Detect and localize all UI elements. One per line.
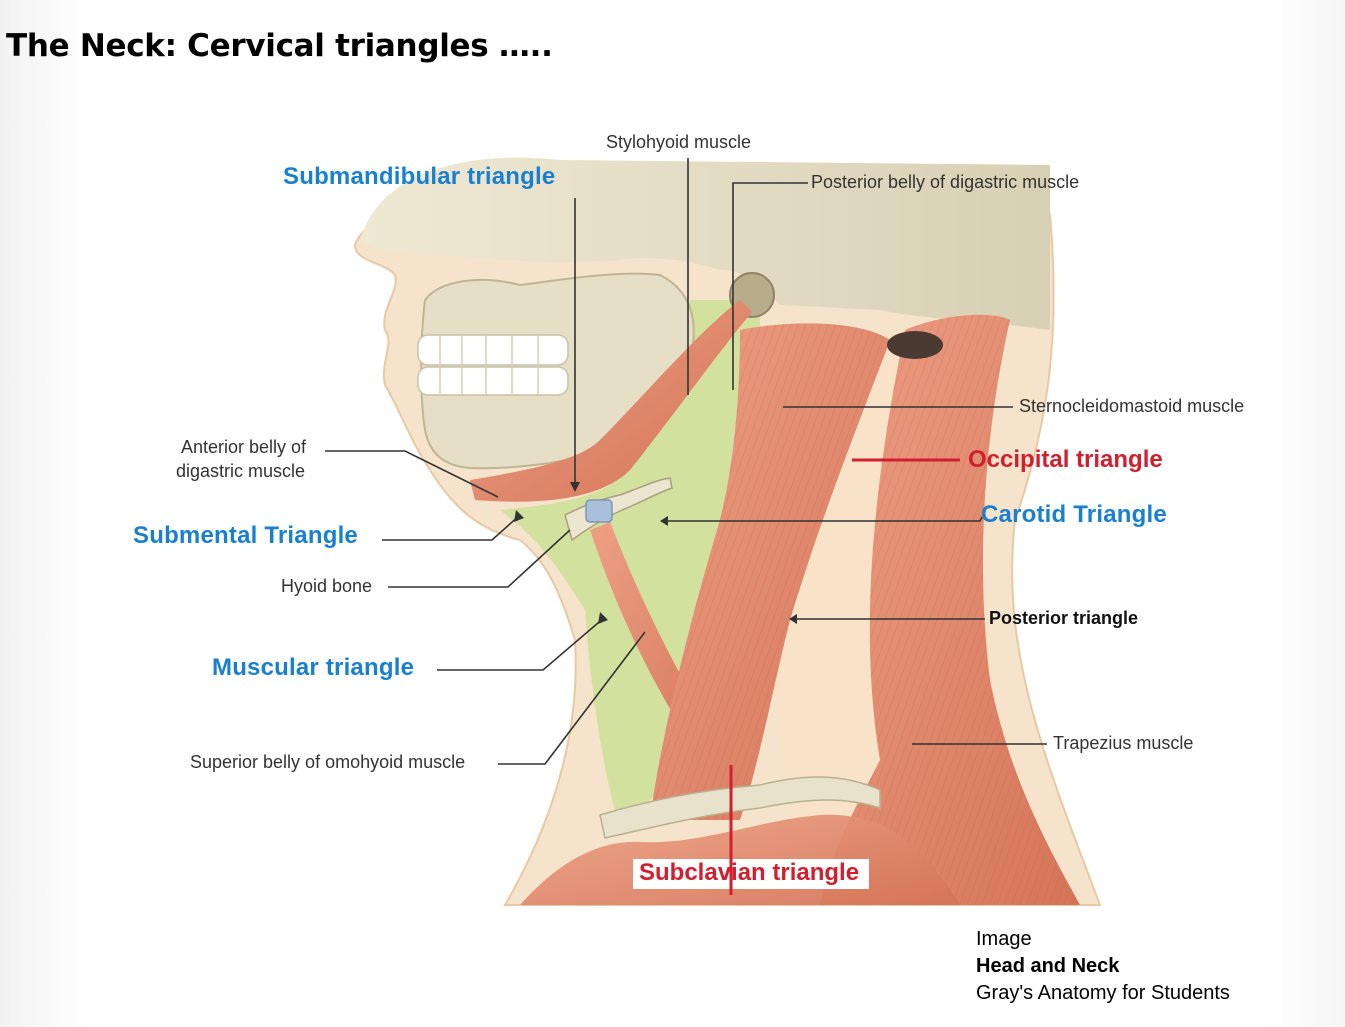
slide-title: The Neck: Cervical triangles ….. (6, 28, 553, 64)
arrowheads (514, 482, 797, 624)
label-anterior-digastric-line2: digastric muscle (176, 461, 306, 481)
leader-submental (382, 514, 521, 541)
label-posterior-digastric: Posterior belly of digastric muscle (811, 172, 1080, 192)
credit-line1: Image (976, 928, 1032, 950)
label-submental-triangle: Submental Triangle (133, 522, 358, 549)
label-subclavian-triangle: Subclavian triangle (633, 859, 870, 889)
label-trapezius: Trapezius muscle (1053, 733, 1194, 753)
label-anterior-digastric-line1: Anterior belly of (181, 437, 307, 457)
label-posterior-triangle: Posterior triangle (989, 608, 1139, 628)
leader-anterior-digastric (325, 450, 499, 498)
teeth (417, 334, 569, 396)
leader-hyoid (388, 529, 571, 588)
leader-posterior-digastric (732, 182, 808, 390)
skull (360, 157, 1050, 330)
credit-line3: Gray's Anatomy for Students (976, 982, 1230, 1004)
leader-carotid (668, 516, 983, 522)
label-occipital-triangle: Occipital triangle (968, 446, 1163, 473)
label-omohyoid: Superior belly of omohyoid muscle (190, 752, 466, 772)
leader-muscular (437, 616, 606, 671)
leader-omohyoid (498, 631, 646, 765)
image-credit: Image Head and Neck Gray's Anatomy for S… (976, 926, 1230, 1007)
hyoid-bone-shape (564, 477, 673, 542)
trapezius-notch (887, 331, 943, 359)
digastric-muscle (470, 300, 752, 502)
label-sternocleidomastoid: Sternocleidomastoid muscle (1019, 396, 1245, 416)
leader-lines (325, 158, 1047, 765)
label-stylohyoid: Stylohyoid muscle (606, 132, 752, 152)
credit-line2: Head and Neck (976, 955, 1120, 977)
label-carotid-triangle: Carotid Triangle (981, 501, 1167, 528)
clavicle (599, 776, 881, 839)
label-hyoid: Hyoid bone (281, 576, 373, 596)
label-submandibular-triangle: Submandibular triangle (283, 163, 556, 190)
anterior-triangle-region (500, 300, 760, 830)
label-muscular-triangle: Muscular triangle (212, 654, 415, 681)
